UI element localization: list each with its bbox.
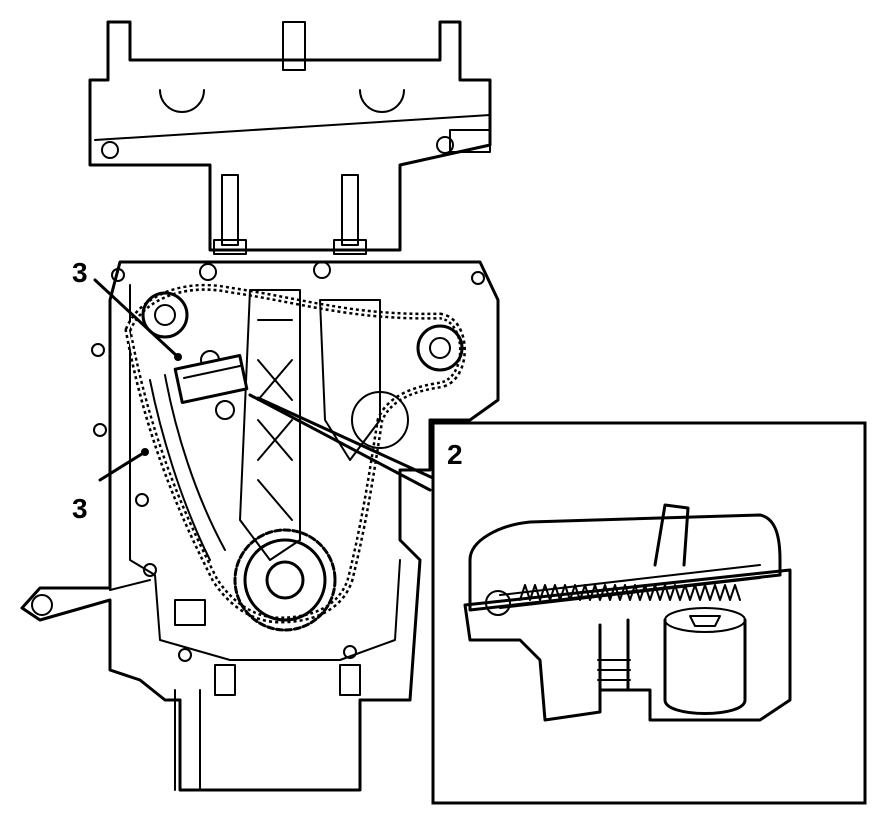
intake-cam-sprocket xyxy=(141,291,189,339)
crankshaft-sprocket xyxy=(233,528,337,632)
detail-inset xyxy=(431,421,867,805)
chain-guides xyxy=(149,261,409,561)
detail-callout: 2 xyxy=(447,439,463,470)
callout-labels: 3 3 2 xyxy=(72,257,463,524)
leader-lines xyxy=(93,278,435,492)
exhaust-cam-sprocket xyxy=(416,324,464,372)
chain-guide-callout: 3 xyxy=(72,493,88,524)
tensioner-callout: 3 xyxy=(72,257,88,288)
chain-tensioner xyxy=(173,354,249,404)
timing-chain xyxy=(124,283,466,624)
engine-block xyxy=(20,20,500,792)
